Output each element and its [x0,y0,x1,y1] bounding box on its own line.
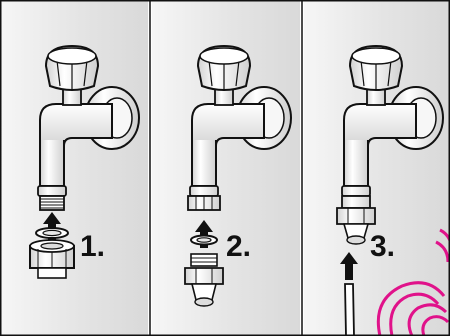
step-label-1: 1. [80,230,105,263]
step-label-3: 3. [370,230,395,263]
step-label-2: 2. [226,230,251,263]
